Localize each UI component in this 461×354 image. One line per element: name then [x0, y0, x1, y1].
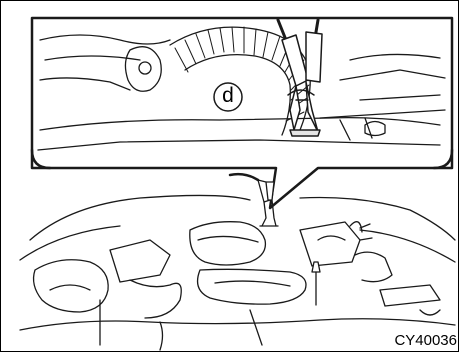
callout-letter: d: [219, 84, 237, 108]
engine-bay: [20, 195, 455, 350]
figure-code: CY40036: [394, 332, 457, 349]
main-jumper-clamp: [230, 174, 278, 226]
